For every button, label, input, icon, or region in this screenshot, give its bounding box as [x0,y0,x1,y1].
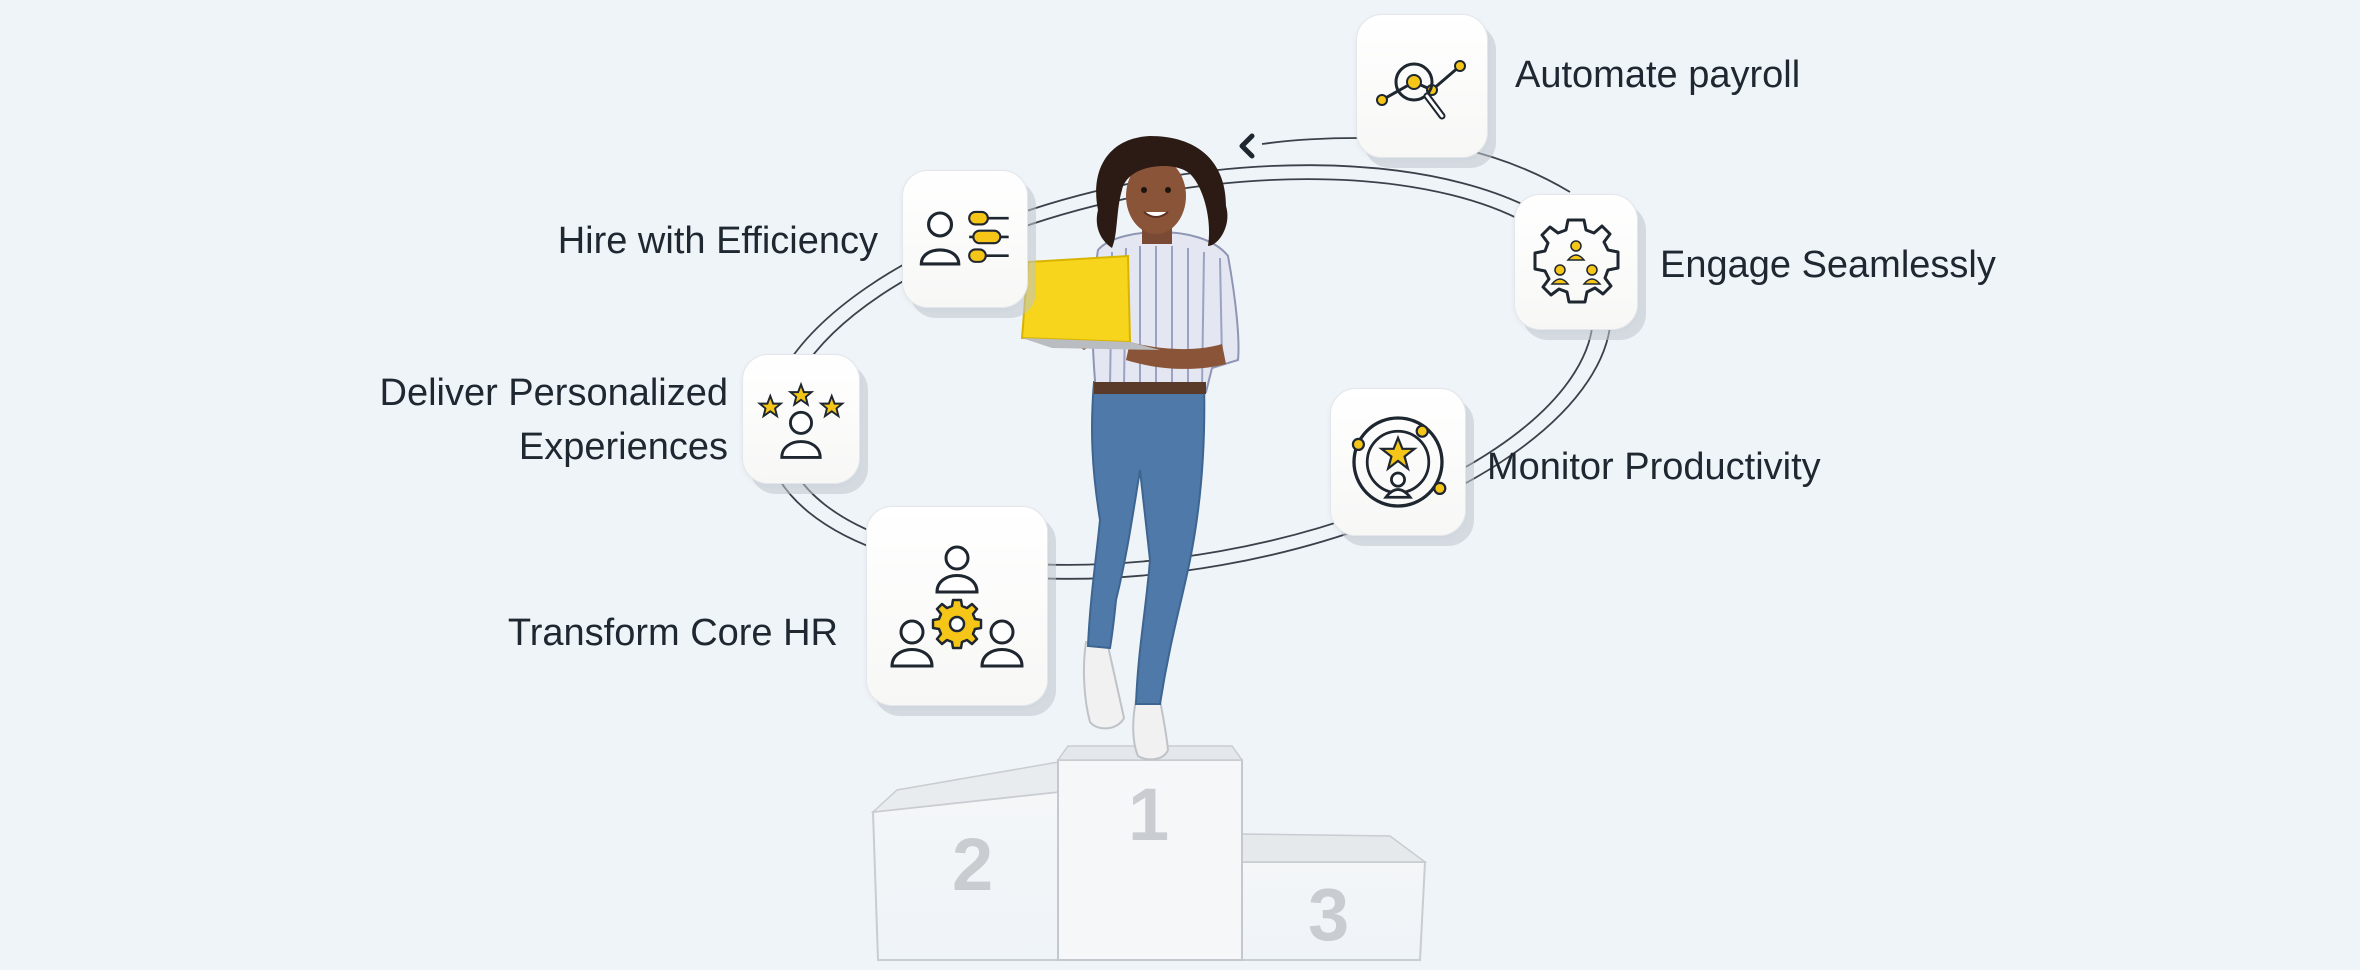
podium-number-3: 3 [1308,873,1350,956]
target-star-person-icon [1351,416,1447,508]
transform-core-hr-label: Transform Core HR [507,612,838,654]
person-stars-icon [757,381,845,459]
hire-efficiency-tile [902,170,1028,308]
deliver-personalized-label-line1: Deliver Personalized [379,372,729,414]
engage-seamlessly-label: Engage Seamlessly [1660,244,1996,286]
engage-seamlessly-tile [1514,194,1638,330]
podium-number-1: 1 [1128,773,1170,856]
deliver-personalized-tile [742,354,860,484]
team-gear-icon [890,545,1024,668]
monitor-productivity-label: Monitor Productivity [1487,446,1821,488]
transform-core-hr-tile [866,506,1048,706]
magnifier-chart-icon [1376,60,1466,120]
automate-payroll-tile [1356,14,1488,158]
orbit-arrow-line [1261,137,1359,145]
podium-number-2: 2 [952,823,994,906]
automate-payroll-label: Automate payroll [1515,54,1801,96]
monitor-productivity-tile [1330,388,1466,536]
hire-efficiency-label: Hire with Efficiency [557,220,878,262]
person-sliders-icon [919,210,1009,266]
gear-people-icon [1533,218,1620,304]
deliver-personalized-label-line2: Experiences [518,426,728,468]
chevron-left-icon [1239,133,1255,159]
